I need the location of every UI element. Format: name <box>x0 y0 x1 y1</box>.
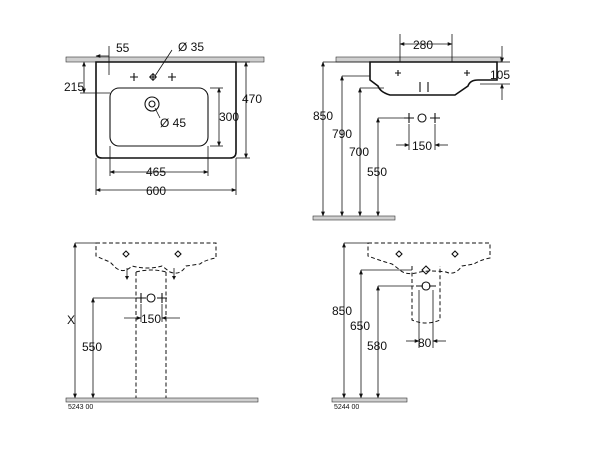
dim-550-pedestal: 550 <box>82 340 102 354</box>
dim-tap-hole: Ø 35 <box>178 40 204 54</box>
dim-600: 600 <box>146 184 166 198</box>
floor-strip-side <box>312 215 396 221</box>
dim-470: 470 <box>242 92 262 106</box>
floor-strip-semi <box>331 397 408 403</box>
dim-850-semi: 850 <box>332 304 352 318</box>
side-view: 280 105 850 790 700 550 150 <box>312 34 510 221</box>
dim-x: X <box>67 313 75 327</box>
tap-hole-icons <box>130 73 176 81</box>
dim-790: 790 <box>332 127 352 141</box>
basin-front-dashed <box>95 242 217 274</box>
dim-150-pedestal: 150 <box>141 312 161 326</box>
semi-pedestal-body <box>411 266 441 324</box>
basin-outline <box>95 61 237 159</box>
dim-80: 80 <box>418 336 432 350</box>
dim-465: 465 <box>146 165 166 179</box>
pedestal-column <box>135 269 167 398</box>
supply-valve-icons <box>404 113 440 123</box>
pedestal-front-view: X 550 150 5243 00 <box>65 242 259 411</box>
dim-650: 650 <box>350 319 370 333</box>
product-code-pedestal: 5243 00 <box>68 404 93 411</box>
waste-hole-icon <box>144 96 160 112</box>
dim-850: 850 <box>313 109 333 123</box>
semi-pedestal-icons <box>416 265 436 291</box>
dim-55: 55 <box>116 41 130 55</box>
top-view: 55 Ø 35 215 Ø 45 300 470 465 600 <box>64 40 265 198</box>
basin-icons <box>122 250 182 258</box>
pedestal-supply-icons <box>136 293 167 303</box>
dim-105: 105 <box>490 68 510 82</box>
dim-300: 300 <box>219 110 239 124</box>
dim-700: 700 <box>349 145 369 159</box>
dim-215: 215 <box>64 80 84 94</box>
tap-hole-icons-side <box>395 70 470 76</box>
basin-side-outline <box>369 61 498 96</box>
dim-580: 580 <box>367 339 387 353</box>
dim-150-side: 150 <box>412 139 432 153</box>
semi-pedestal-front-view: 850 650 580 80 5244 00 <box>331 242 491 411</box>
dim-waste-hole: Ø 45 <box>160 116 186 130</box>
floor-strip-pedestal <box>65 397 259 403</box>
bowl-outline <box>109 87 209 147</box>
basin-front-dashed-2 <box>367 242 491 275</box>
dim-550-side: 550 <box>367 165 387 179</box>
basin-icons-2 <box>395 250 459 258</box>
dim-280: 280 <box>413 38 433 52</box>
product-code-semi: 5244 00 <box>334 404 359 411</box>
